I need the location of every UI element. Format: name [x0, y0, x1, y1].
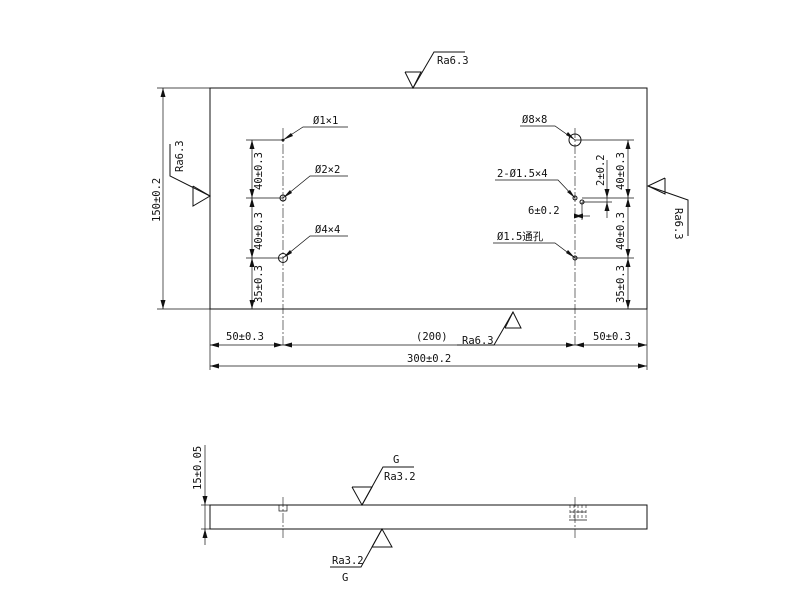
- roughness-symbol-side-bottom: Ra3.2 G: [330, 527, 393, 584]
- width-dim-label: 300±0.2: [407, 353, 451, 365]
- label-d1: Ø1×1: [313, 115, 338, 127]
- roughness-symbol-right: Ra6.3: [646, 177, 689, 240]
- roughness-symbol-top: Ra6.3: [404, 51, 469, 90]
- label-d15x4: 2-Ø1.5×4: [497, 168, 548, 180]
- roughness-right-label: Ra6.3: [672, 208, 684, 240]
- height-dimension: 150±0.2: [151, 87, 210, 310]
- hole-callout-d2: Ø2×2: [282, 164, 348, 199]
- side-top-value: Ra3.2: [384, 471, 416, 483]
- height-dim-label: 150±0.2: [151, 178, 163, 222]
- right-vertical-dims: 40±0.3 40±0.3 35±0.3 2±0.2: [575, 139, 634, 309]
- hole-callout-d15-through: Ø1.5通孔: [493, 230, 576, 259]
- label-d15-through: Ø1.5通孔: [497, 230, 544, 243]
- hidden-holes-right: [569, 497, 587, 538]
- label-d4: Ø4×4: [315, 224, 340, 236]
- top-view: Ra6.3 Ra6.3 Ra6.3 Ra6.3 150±0.2: [151, 51, 689, 370]
- right-dim-1: 40±0.3: [615, 152, 627, 190]
- left-dim-2: 40±0.3: [253, 212, 265, 250]
- roughness-symbol-left: Ra6.3: [169, 140, 211, 207]
- roughness-left-label: Ra6.3: [174, 140, 186, 172]
- hidden-holes-left: [278, 497, 288, 538]
- hole-d15-a: [572, 195, 578, 201]
- side-view: 15±0.05 G Ra3.2 Ra3.2 G: [192, 445, 648, 584]
- six-dimension: 6±0.2: [528, 202, 590, 220]
- right-dim-2: 40±0.3: [615, 212, 627, 250]
- width-dimensions: 50±0.3 (200) 50±0.3 300±0.2: [209, 309, 648, 370]
- plate-side-outline: [209, 504, 648, 530]
- hole-callout-d8: Ø8×8: [520, 114, 576, 141]
- side-bottom-grade: G: [342, 572, 348, 584]
- roughness-symbol-side-top: G Ra3.2: [351, 454, 416, 507]
- right-dim-3: 35±0.3: [615, 265, 627, 303]
- left-offset-dim: 50±0.3: [226, 331, 264, 343]
- right-offset-dim: 50±0.3: [593, 331, 631, 343]
- side-bottom-value: Ra3.2: [332, 555, 364, 567]
- hole-callout-d1: Ø1×1: [282, 115, 348, 141]
- left-vertical-dims: 40±0.3 40±0.3 35±0.3: [246, 139, 283, 309]
- roughness-top-label: Ra6.3: [437, 55, 469, 67]
- hole-callout-d4: Ø4×4: [282, 224, 348, 259]
- side-top-grade: G: [393, 454, 399, 466]
- label-d8: Ø8×8: [522, 114, 547, 126]
- hole-callout-d15x4: 2-Ø1.5×4: [495, 168, 576, 199]
- thickness-dim-label: 15±0.05: [192, 446, 204, 490]
- roughness-bottom-label: Ra6.3: [462, 335, 494, 347]
- left-dim-1: 40±0.3: [253, 152, 265, 190]
- six-dim-label: 6±0.2: [528, 205, 560, 217]
- thickness-dimension: 15±0.05: [192, 445, 210, 545]
- roughness-symbol-bottom: Ra6.3: [457, 310, 522, 347]
- small-dim-label: 2±0.2: [595, 154, 607, 186]
- plate-outline: [209, 87, 648, 310]
- left-dim-3: 35±0.3: [253, 265, 265, 303]
- label-d2: Ø2×2: [315, 164, 340, 176]
- center-dim: (200): [416, 331, 448, 343]
